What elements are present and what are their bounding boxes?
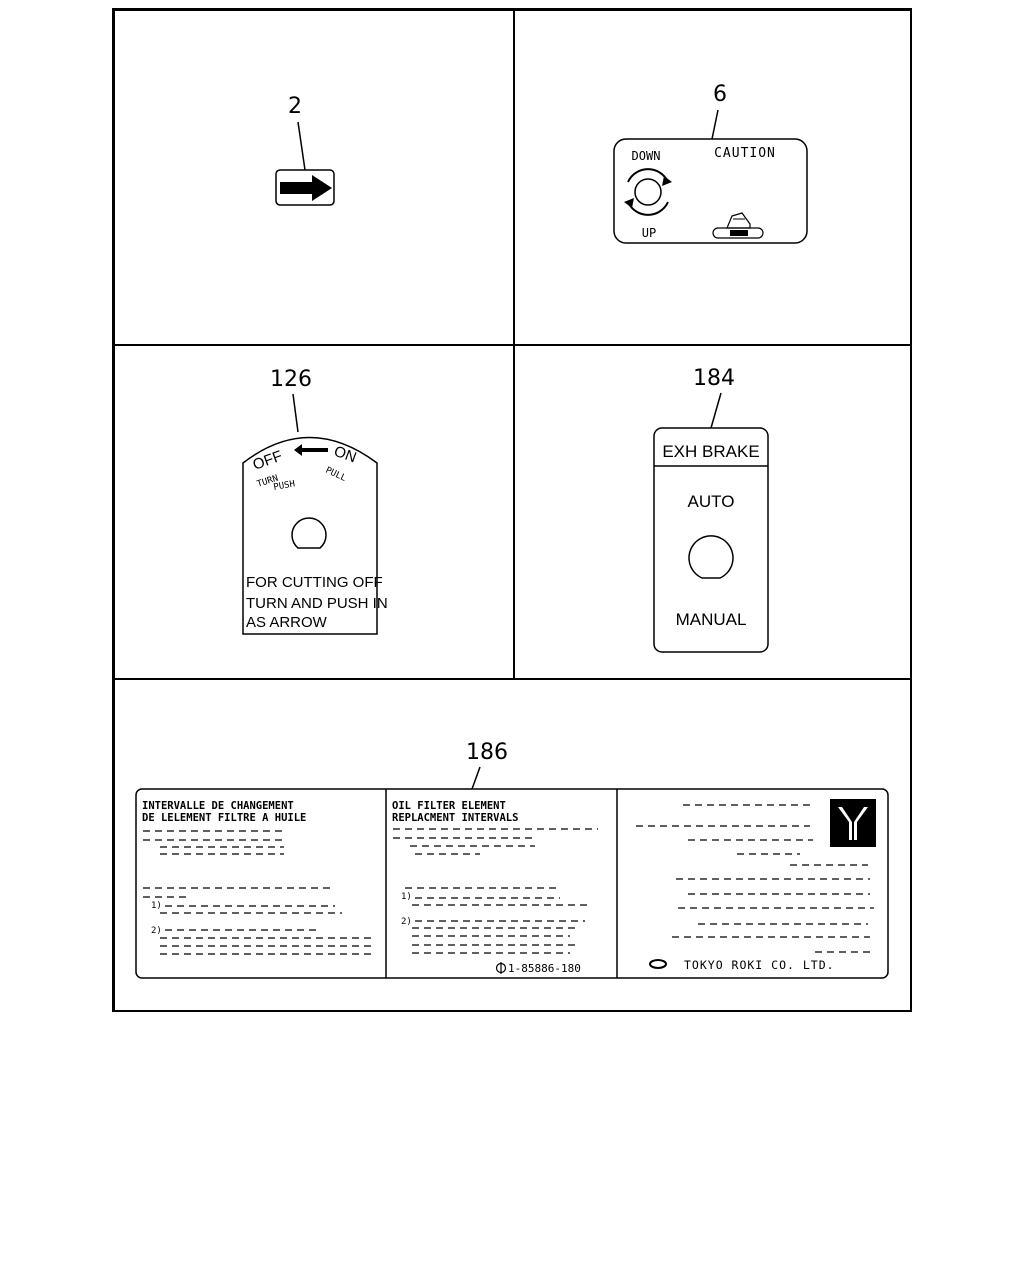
cutoff-knob-plate	[242, 436, 378, 635]
caution-plate	[613, 138, 808, 244]
auto-label: AUTO	[688, 492, 735, 511]
push-label: PUSH	[273, 479, 296, 493]
instruction-line-2: TURN AND PUSH IN	[246, 595, 388, 612]
fr-item-2: 2)	[151, 926, 162, 936]
right-placeholder-text	[636, 804, 874, 953]
callout-126: 126	[270, 367, 312, 392]
part-number: 1-85886-180	[508, 962, 581, 975]
up-label: UP	[642, 226, 656, 240]
callout-6: 6	[713, 82, 727, 107]
cell-part-126	[114, 345, 514, 679]
exh-brake-title: EXH BRAKE	[662, 442, 759, 461]
fr-title-line-2: DE LELEMENT FILTRE A HUILE	[142, 812, 306, 824]
leader-line	[711, 109, 719, 140]
en-item-2: 2)	[401, 917, 412, 927]
knob-hole-icon	[688, 535, 734, 579]
down-label: DOWN	[632, 149, 661, 163]
cell-part-6	[514, 10, 912, 345]
knob-hole-icon	[291, 517, 327, 549]
leader-line	[292, 393, 299, 433]
oil-filter-label	[135, 788, 889, 979]
parts-sheet	[112, 8, 912, 1012]
cell-part-186	[114, 679, 912, 1012]
en-item-1: 1)	[401, 892, 412, 902]
rotation-dial-icon	[624, 168, 672, 216]
instruction-line-1: FOR CUTTING OFF	[246, 574, 383, 591]
fr-title-line-1: INTERVALLE DE CHANGEMENT	[142, 800, 294, 812]
pull-label: PULL	[324, 466, 348, 484]
cell-part-184	[514, 345, 912, 679]
part-2: 2	[275, 94, 335, 206]
part-186: 186 INTERVALLE DE CHANGEMENT DE LELEMENT…	[135, 740, 889, 979]
left-arrow-icon	[294, 444, 328, 456]
right-arrow-icon	[275, 169, 335, 206]
on-label: ON	[332, 443, 359, 467]
part-6: 6 DOWN CAUTION UP	[613, 82, 808, 244]
cell-part-2	[114, 10, 514, 345]
leader-line	[471, 766, 481, 790]
leader-line	[297, 121, 306, 171]
en-title-line-2: REPLACMENT INTERVALS	[392, 812, 518, 824]
exh-brake-plate	[653, 427, 769, 653]
isuzu-logo-icon	[830, 799, 876, 847]
fr-item-1: 1)	[151, 901, 162, 911]
cab-tilt-icon	[712, 212, 764, 239]
off-label: OFF	[251, 448, 285, 474]
callout-184: 184	[693, 366, 735, 391]
callout-2: 2	[288, 94, 302, 119]
part-184: 184 EXH BRAKE AUTO MANUAL	[653, 366, 769, 653]
manual-label: MANUAL	[676, 610, 747, 629]
en-title-line-1: OIL FILTER ELEMENT	[392, 800, 506, 812]
leader-line	[710, 392, 722, 429]
fr-placeholder-text	[143, 830, 372, 955]
part-126: 126 OFF ON TURN PUSH PULL FOR CUTTING OF…	[242, 367, 388, 635]
phi-symbol-icon	[495, 962, 507, 974]
en-placeholder-text	[393, 828, 598, 954]
maker-name: TOKYO ROKI CO. LTD.	[684, 958, 835, 972]
tokyo-roki-logo-icon	[649, 959, 667, 969]
caution-label: CAUTION	[714, 146, 776, 161]
callout-186: 186	[466, 740, 508, 765]
instruction-line-3: AS ARROW	[246, 614, 328, 631]
